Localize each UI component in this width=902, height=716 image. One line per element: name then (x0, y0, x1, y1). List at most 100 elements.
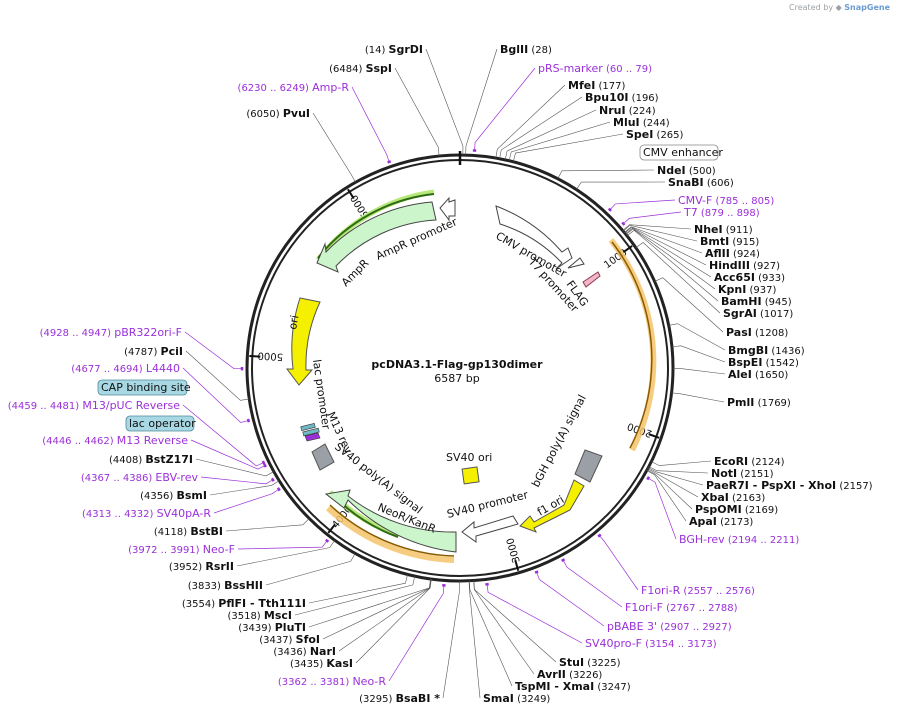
site-label[interactable]: (3833) BssHII (188, 579, 263, 592)
primer-label[interactable]: CMV-F (785 .. 805) (678, 194, 774, 207)
site-label[interactable]: SgrAI (1017) (723, 307, 793, 320)
site-label[interactable]: SnaBI (606) (668, 176, 734, 189)
primer-label[interactable]: (4367 .. 4386) EBV-rev (81, 471, 199, 484)
site-label[interactable]: AvrII (3226) (537, 668, 602, 681)
site-name: MluI (613, 116, 640, 129)
site-label[interactable]: (3295) BsaBI * (359, 692, 440, 705)
cap-site-box[interactable] (300, 423, 316, 431)
primer-label[interactable]: F1ori-F (2767 .. 2788) (625, 601, 738, 614)
site-label[interactable]: (3435) KasI (290, 657, 353, 670)
site-label[interactable]: BglII (28) (500, 43, 552, 56)
site-label[interactable]: (3437) SfoI (259, 633, 320, 646)
site-label[interactable]: AflII (924) (705, 247, 760, 260)
site-name: SmaI (483, 692, 514, 705)
site-label[interactable]: (6484) SspI (329, 62, 392, 75)
site-label[interactable]: BmgBI (1436) (728, 344, 805, 357)
site-label[interactable]: (4356) BsmI (140, 489, 207, 502)
site-label[interactable]: BspEI (1542) (728, 356, 799, 369)
site-label[interactable]: (3439) PluTI (238, 621, 306, 634)
site-label[interactable]: (3952) RsrII (169, 560, 234, 573)
primer-label[interactable]: (4677 .. 4694) L4440 (71, 362, 180, 375)
feature-sv40-ori-label: SV40 ori (446, 451, 492, 464)
site-leader (671, 345, 726, 363)
primer-label[interactable]: (4459 .. 4481) M13/pUC Reverse (8, 399, 180, 412)
site-label[interactable]: BamHI (945) (721, 295, 792, 308)
primer-leader (536, 571, 605, 627)
primer-label[interactable]: pRS-marker (60 .. 79) (538, 62, 652, 75)
site-label[interactable]: HindIII (927) (709, 259, 780, 272)
primer-label[interactable]: (3972 .. 3991) Neo-F (128, 543, 235, 556)
site-label[interactable]: (4118) BstBI (154, 525, 223, 538)
ori-arrow[interactable] (286, 297, 321, 386)
primer-label[interactable]: (4446 .. 4462) M13 Reverse (42, 434, 188, 447)
f1-ori-arrow[interactable] (519, 479, 585, 533)
site-leader (469, 580, 513, 687)
site-label[interactable]: MluI (244) (613, 116, 670, 129)
neor-kanr-arrow[interactable] (324, 489, 457, 553)
primer-range: (2194 .. 2211) (725, 535, 800, 546)
site-leader (473, 580, 535, 675)
site-label[interactable]: BmtI (915) (700, 235, 759, 248)
site-label[interactable]: TspMI - XmaI (3247) (515, 680, 631, 693)
site-label[interactable]: PmlI (1769) (727, 396, 791, 409)
sv40-polya-shape[interactable] (311, 443, 335, 471)
lac-operator-box[interactable] (302, 427, 320, 437)
site-label[interactable]: Acc65I (933) (714, 271, 785, 284)
site-label[interactable]: NheI (911) (694, 223, 753, 236)
primer-name: SV40pro-F (585, 637, 642, 650)
site-position: (244) (640, 118, 670, 129)
site-label[interactable]: KpnI (937) (718, 283, 776, 296)
t7-promoter-shape[interactable] (567, 257, 585, 269)
site-label[interactable]: NdeI (500) (657, 164, 716, 177)
site-name: PciI (161, 345, 183, 358)
leader-lines (185, 48, 726, 699)
site-label[interactable]: (3518) MscI (227, 609, 292, 622)
primer-label[interactable]: (4313 .. 4332) SV40pA-R (82, 507, 211, 520)
site-label[interactable]: (4787) PciI (124, 345, 183, 358)
sv40-ori-box[interactable] (461, 466, 480, 485)
ampr-arrow[interactable] (316, 201, 437, 273)
site-label[interactable]: (3554) PflFI - Tth111I (182, 597, 306, 610)
site-leader (622, 224, 692, 231)
m13-rev-shape[interactable] (304, 432, 321, 442)
site-position: (3249) (514, 694, 551, 705)
primer-label[interactable]: F1ori-R (2557 .. 2576) (641, 584, 755, 597)
site-label[interactable]: AleI (1650) (728, 368, 788, 381)
site-label[interactable]: EcoRI (2124) (714, 455, 785, 468)
bgh-polya-shape[interactable] (574, 449, 603, 483)
site-name: SgrDI (389, 43, 423, 56)
site-leader (508, 121, 611, 161)
primer-label[interactable]: (6230 .. 6249) Amp-R (238, 81, 350, 94)
primer-label[interactable]: SV40pro-F (3154 .. 3173) (585, 637, 717, 650)
primer-label[interactable]: pBABE 3' (2907 .. 2927) (607, 620, 732, 633)
primer-label[interactable]: (3362 .. 3381) Neo-R (278, 675, 387, 688)
site-label[interactable]: Bpu10I (196) (585, 91, 659, 104)
ampr-promoter-arrow[interactable] (439, 196, 456, 222)
tick-label: 3000 (505, 536, 523, 564)
restriction-site-labels: (14) SgrDI BglII (28) (6484) SspI MfeI (177… (109, 43, 873, 705)
site-label[interactable]: XbaI (2163) (701, 491, 765, 504)
site-label[interactable]: ApaI (2173) (689, 515, 753, 528)
site-label[interactable]: PspOMI (2169) (695, 503, 778, 516)
primer-label[interactable]: BGH-rev (2194 .. 2211) (679, 533, 799, 546)
site-label[interactable]: (14) SgrDI (365, 43, 423, 56)
site-label[interactable]: StuI (3225) (559, 656, 621, 669)
site-label[interactable]: (3436) NarI (273, 645, 336, 658)
primer-label[interactable]: T7 (879 .. 898) (683, 206, 760, 219)
primer-marker (597, 533, 602, 538)
site-label[interactable]: PaeR7I - PspXI - XhoI (2157) (706, 479, 873, 492)
site-label[interactable]: NotI (2151) (711, 467, 774, 480)
flag-shape[interactable] (582, 271, 601, 288)
site-label[interactable]: SpeI (265) (626, 128, 684, 141)
site-position: (3518) (227, 611, 263, 622)
site-label[interactable]: MfeI (177) (568, 79, 625, 92)
site-label[interactable]: (4408) BstZ17I (109, 453, 193, 466)
site-label[interactable]: SmaI (3249) (483, 692, 550, 705)
primer-label[interactable]: (4928 .. 4947) pBR322ori-F (40, 326, 182, 339)
site-leader (355, 579, 432, 664)
sv40-promoter-arrow[interactable] (461, 515, 519, 543)
site-label[interactable]: (6050) PvuI (246, 107, 310, 120)
site-label[interactable]: NruI (224) (599, 104, 656, 117)
site-label[interactable]: PasI (1208) (726, 326, 788, 339)
cmv-promoter-arrow[interactable] (495, 205, 573, 270)
